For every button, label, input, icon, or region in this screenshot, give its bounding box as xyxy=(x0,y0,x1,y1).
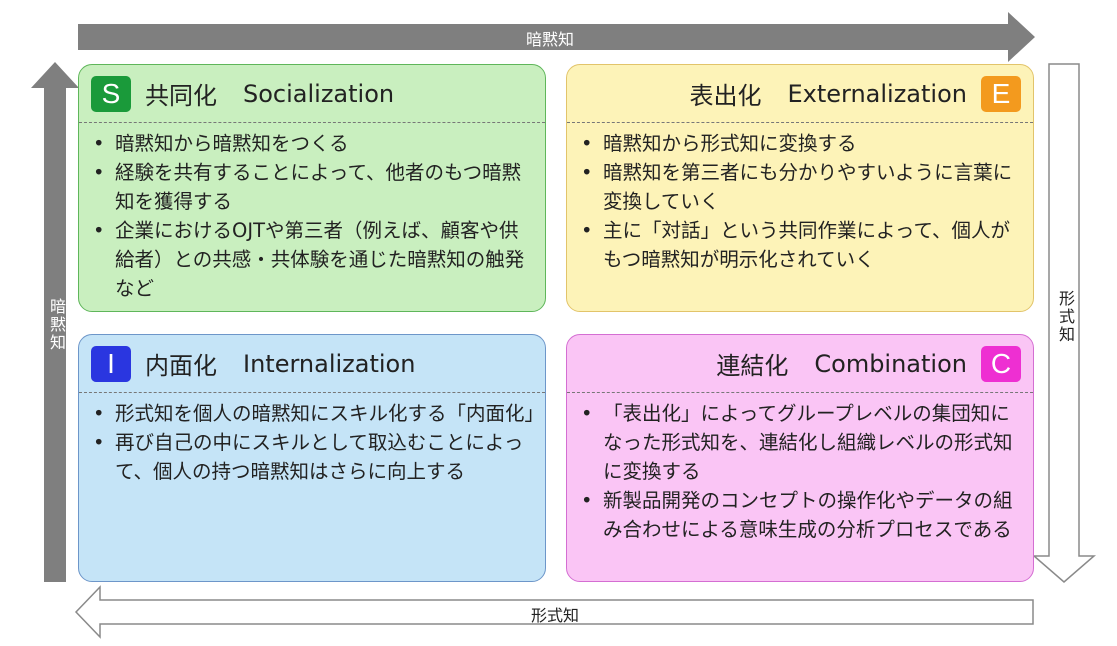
list-item: 企業におけるOJTや第三者（例えば、顧客や供給者）との共感・共体験を通じた暗黙知… xyxy=(93,216,535,303)
list-item: 「表出化」によってグループレベルの集団知になった形式知を、連結化し組織レベルの形… xyxy=(581,399,1023,486)
quadrant-combination: 連結化 Combination C 「表出化」によってグループレベルの集団知にな… xyxy=(566,334,1034,582)
title-ja: 共同化 xyxy=(145,82,217,110)
left-arrow xyxy=(31,62,79,582)
title-ja: 表出化 xyxy=(689,82,762,110)
item-list: 暗黙知から形式知に変換する 暗黙知を第三者にも分かりやすいように言葉に変換してい… xyxy=(567,129,1033,274)
quadrant-header: S 共同化 Socialization xyxy=(79,65,545,123)
bottom-arrow-label: 形式知 xyxy=(531,606,580,625)
list-item: 暗黙知から暗黙知をつくる xyxy=(93,129,535,158)
title-en: Internalization xyxy=(243,349,416,378)
quadrant-externalization: 表出化 Externalization E 暗黙知から形式知に変換する 暗黙知を… xyxy=(566,64,1034,312)
quadrant-internalization: I 内面化 Internalization 形式知を個人の暗黙知にスキル化する「… xyxy=(78,334,546,582)
list-item: 暗黙知から形式知に変換する xyxy=(581,129,1023,158)
title-en: Externalization xyxy=(787,79,967,108)
right-arrow-label: 形式知 xyxy=(1056,290,1075,344)
title-ja: 連結化 xyxy=(716,352,789,380)
title-en: Socialization xyxy=(243,79,395,108)
quadrant-header: I 内面化 Internalization xyxy=(79,335,545,393)
internalization-badge: I xyxy=(91,345,131,382)
left-arrow-label: 暗黙知 xyxy=(47,298,66,352)
right-arrow xyxy=(1031,63,1097,583)
list-item: 主に「対話」という共同作業によって、個人がもつ暗黙知が明示化されていく xyxy=(581,216,1023,274)
title-en: Combination xyxy=(814,349,967,378)
item-list: 暗黙知から暗黙知をつくる 経験を共有することによって、他者のもつ暗黙知を獲得する… xyxy=(79,129,545,303)
list-item: 暗黙知を第三者にも分かりやすいように言葉に変換していく xyxy=(581,158,1023,216)
list-item: 経験を共有することによって、他者のもつ暗黙知を獲得する xyxy=(93,158,535,216)
item-list: 「表出化」によってグループレベルの集団知になった形式知を、連結化し組織レベルの形… xyxy=(567,399,1033,544)
item-list: 形式知を個人の暗黙知にスキル化する「内面化」 再び自己の中にスキルとして取込むこ… xyxy=(79,399,545,486)
title-ja: 内面化 xyxy=(145,352,217,380)
quadrant-header: 連結化 Combination C xyxy=(567,335,1033,393)
bottom-arrow xyxy=(74,585,1034,639)
quadrant-header: 表出化 Externalization E xyxy=(567,65,1033,123)
socialization-badge: S xyxy=(91,75,131,112)
combination-badge: C xyxy=(981,345,1021,382)
list-item: 再び自己の中にスキルとして取込むことによって、個人の持つ暗黙知はさらに向上する xyxy=(93,428,535,486)
top-arrow-label: 暗黙知 xyxy=(526,30,575,49)
externalization-badge: E xyxy=(981,75,1021,112)
top-arrow xyxy=(78,12,1035,62)
list-item: 形式知を個人の暗黙知にスキル化する「内面化」 xyxy=(93,399,544,428)
quadrant-socialization: S 共同化 Socialization 暗黙知から暗黙知をつくる 経験を共有する… xyxy=(78,64,546,312)
list-item: 新製品開発のコンセプトの操作化やデータの組み合わせによる意味生成の分析プロセスで… xyxy=(581,486,1023,544)
